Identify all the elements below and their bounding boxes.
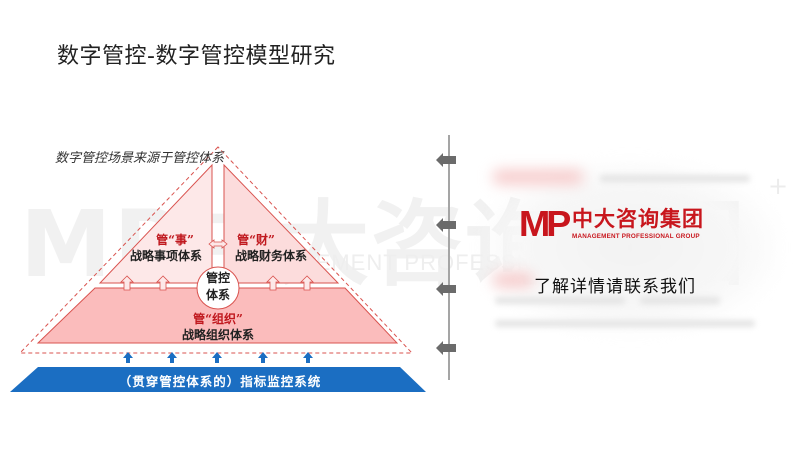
metrics-base-label: （贯穿管控体系的）指标监控系统 [118,374,322,389]
finance-layer [223,163,340,284]
left-arrow-icon [436,282,456,296]
blurred-highlight [493,273,533,287]
logo-mark: MP [518,203,572,244]
control-system-circle [196,266,240,310]
blurred-text [495,320,755,327]
blue-up-arrow-icons [123,352,313,363]
finance-label: 战略财务体系 [234,249,307,263]
left-arrow-icon [436,218,456,232]
blurred-text [495,297,625,304]
company-logo: MP 中大咨询集团 MANAGEMENT PROFESSIONAL GROUP [518,203,704,244]
matters-tag: 管“事” [156,233,194,247]
double-arrow-icon [208,239,228,249]
blurred-panel [480,160,780,335]
matters-label: 战略事项体系 [129,249,202,263]
org-layer [36,287,399,344]
org-label: 战略组织体系 [181,328,254,342]
circle-label-line2: 体系 [205,288,230,302]
matters-layer [98,163,213,284]
logo-english-name: MANAGEMENT PROFESSIONAL GROUP [572,233,700,240]
outer-dashed-outline [18,146,414,354]
blurred-text [600,175,750,182]
left-arrow-icon [436,341,456,355]
circle-label-line1: 管控 [205,271,230,285]
finance-tag: 管“财” [237,233,275,247]
timeline-line [448,135,450,380]
left-arrow-icon [436,153,456,167]
plus-icon: + [768,172,789,200]
org-tag: 管“组织” [193,312,243,326]
diagram-note: 数字管控场景来源于管控体系 [55,151,225,166]
up-arrow-icons [120,275,314,291]
metrics-base [10,367,426,392]
logo-chinese-name: 中大咨询集团 [572,207,704,231]
blurred-highlight [493,170,583,184]
circle-label: 管控 体系 [198,270,238,304]
contact-text: 了解详情请联系我们 [534,277,696,297]
slide-title: 数字管控-数字管控模型研究 [57,44,336,69]
blurred-text [640,297,720,304]
